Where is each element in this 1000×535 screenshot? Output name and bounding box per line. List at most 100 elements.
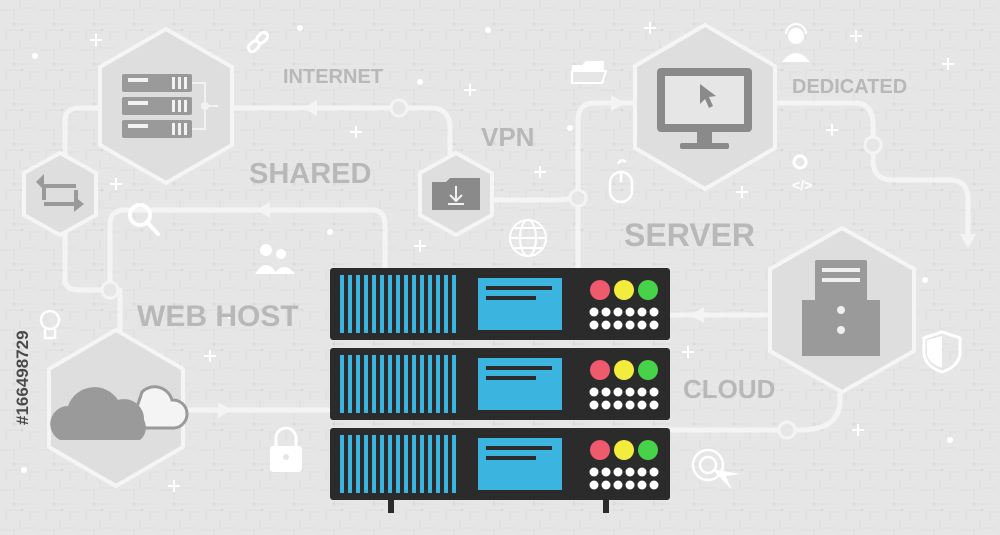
port-dot: [637, 400, 647, 410]
label-internet: INTERNET: [283, 66, 383, 88]
vent-slot: [436, 275, 440, 333]
vent-slot: [436, 435, 440, 493]
label-cloud: CLOUD: [683, 374, 775, 404]
vent-slot: [388, 435, 392, 493]
mouse-icon: [608, 159, 634, 204]
screen-line: [486, 286, 552, 290]
dot: [21, 467, 27, 473]
arrow-right-icon: [611, 95, 625, 111]
screen-line: [486, 456, 536, 460]
vent-slot: [444, 275, 448, 333]
vent-slot: [364, 355, 368, 413]
vent-slot: [436, 355, 440, 413]
port-dot: [589, 480, 599, 490]
port-dot: [589, 400, 599, 410]
link-icon: [246, 30, 270, 54]
port-dot: [613, 467, 623, 477]
port-dot: [637, 467, 647, 477]
vent-slot: [380, 355, 384, 413]
label-web-host: WEB HOST: [137, 300, 299, 333]
port-dot: [637, 387, 647, 397]
node-dot: [863, 135, 883, 155]
server-rack: [330, 268, 670, 513]
dot: [227, 313, 233, 319]
port-dot: [625, 307, 635, 317]
port-dot: [625, 400, 635, 410]
port-dot: [601, 307, 611, 317]
status-led: [614, 280, 634, 300]
status-screen: [478, 358, 562, 410]
server-stack-icon: [122, 74, 218, 138]
port-dot: [589, 467, 599, 477]
port-dot: [649, 320, 659, 330]
port-dot: [601, 480, 611, 490]
lightbulb-icon: [39, 309, 61, 340]
folder-download-icon: [432, 178, 480, 210]
dot: [32, 53, 38, 59]
status-led: [614, 360, 634, 380]
port-dot: [601, 467, 611, 477]
port-dot: [637, 307, 647, 317]
vent-slot: [340, 275, 344, 333]
status-screen: [478, 438, 562, 490]
rack-leg: [603, 495, 609, 513]
vent-slot: [412, 275, 416, 333]
status-led: [590, 280, 610, 300]
dot: [327, 229, 333, 235]
vent-slot: [372, 435, 376, 493]
node-dot: [777, 420, 797, 440]
vent-slot: [404, 435, 408, 493]
connector-nodes: [100, 98, 883, 440]
dot: [947, 437, 953, 443]
vent-slot: [396, 435, 400, 493]
label-shared: SHARED: [249, 158, 371, 190]
status-led: [614, 440, 634, 460]
vent-slot: [396, 275, 400, 333]
vent-slot: [420, 275, 424, 333]
globe-icon: [509, 219, 547, 257]
sync-arrows-icon: [36, 174, 84, 212]
screen-line: [486, 366, 552, 370]
vent-slot: [444, 435, 448, 493]
settings-code-icon: </>: [792, 154, 812, 193]
vent-slot: [404, 355, 408, 413]
arrow-right-icon: [218, 402, 232, 418]
port-dot: [625, 480, 635, 490]
dots: [21, 25, 953, 473]
status-led: [638, 280, 658, 300]
vent-slot: [428, 275, 432, 333]
arrow-down-icon: [960, 234, 976, 248]
vent-slot: [340, 435, 344, 493]
vent-slot: [420, 355, 424, 413]
shield-icon: [922, 330, 962, 374]
node-dot: [100, 280, 120, 300]
vent-slot: [364, 275, 368, 333]
port-dot: [637, 320, 647, 330]
dot: [485, 27, 491, 33]
port-dot: [649, 480, 659, 490]
port-dot: [625, 467, 635, 477]
port-dot: [589, 307, 599, 317]
status-led: [638, 360, 658, 380]
vent-slot: [380, 435, 384, 493]
port-dot: [649, 400, 659, 410]
port-dot: [613, 320, 623, 330]
connector-arrows: [218, 95, 976, 418]
vent-slot: [420, 435, 424, 493]
port-dot: [589, 387, 599, 397]
screen-line: [486, 376, 536, 380]
vent-slot: [452, 435, 456, 493]
vent-slot: [452, 275, 456, 333]
vent-slot: [372, 275, 376, 333]
vent-slot: [348, 435, 352, 493]
port-dot: [601, 387, 611, 397]
side-caption: #166498729: [13, 330, 32, 425]
dot: [922, 277, 928, 283]
svg-text:</>: </>: [792, 177, 812, 193]
port-dot: [625, 387, 635, 397]
vent-slot: [396, 355, 400, 413]
rack-leg: [388, 495, 394, 513]
port-dot: [613, 400, 623, 410]
vent-slot: [372, 355, 376, 413]
vent-slot: [444, 355, 448, 413]
